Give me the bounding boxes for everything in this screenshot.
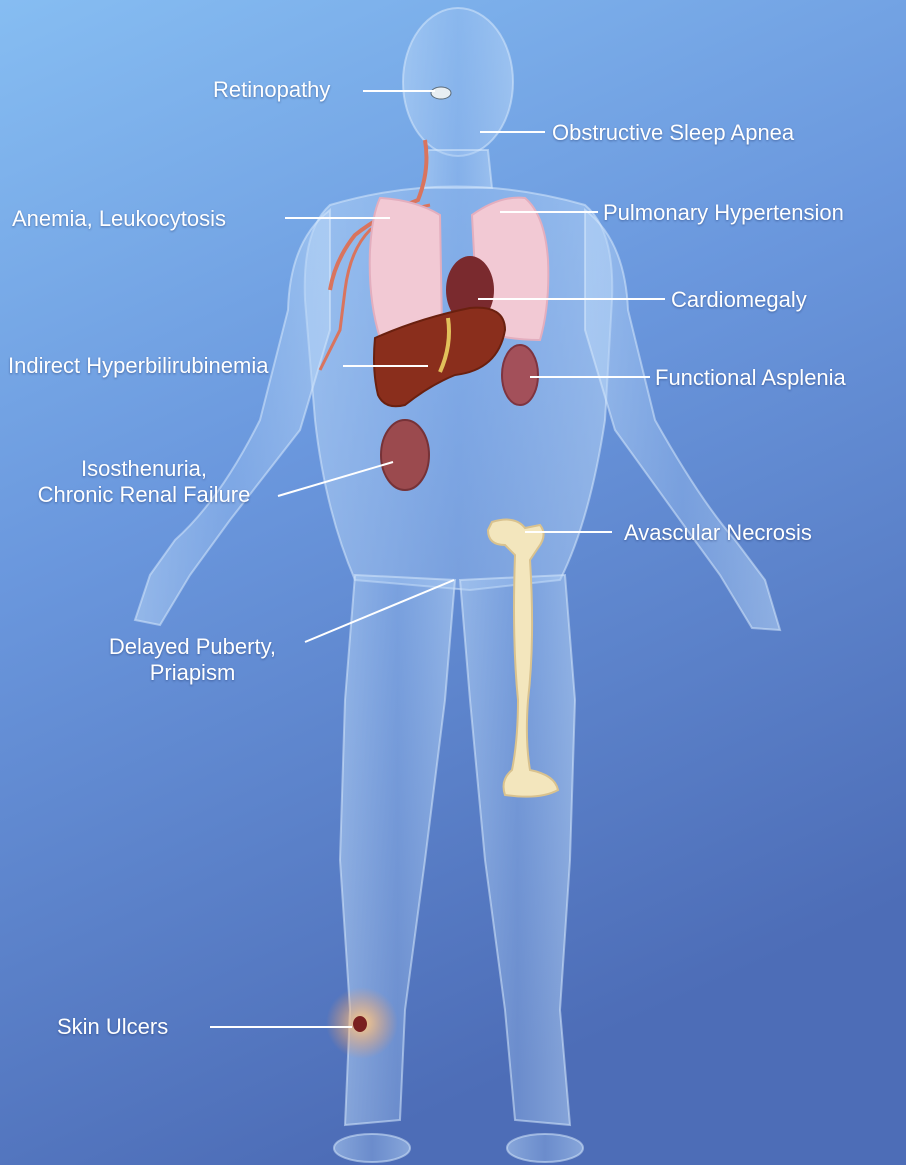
head (403, 8, 513, 156)
eye (431, 87, 451, 99)
spleen (502, 345, 538, 405)
label-avascular-necrosis: Avascular Necrosis (624, 520, 812, 546)
label-pulmonary-hypertension: Pulmonary Hypertension (603, 200, 844, 226)
label-indirect-hyperbilirubinemia: Indirect Hyperbilirubinemia (8, 353, 268, 379)
right-foot (507, 1134, 583, 1162)
label-delayed-puberty-line2: Priapism (80, 660, 305, 686)
left-foot (334, 1134, 410, 1162)
label-anemia-leukocytosis: Anemia, Leukocytosis (12, 206, 226, 232)
label-isosthenuria: Isosthenuria, Chronic Renal Failure (10, 456, 278, 508)
label-delayed-puberty: Delayed Puberty, Priapism (80, 634, 305, 686)
label-obstructive-sleep-apnea: Obstructive Sleep Apnea (552, 120, 794, 146)
label-retinopathy: Retinopathy (213, 77, 330, 103)
label-isosthenuria-line1: Isosthenuria, (10, 456, 278, 482)
label-delayed-puberty-line1: Delayed Puberty, (80, 634, 305, 660)
label-functional-asplenia: Functional Asplenia (655, 365, 846, 391)
label-skin-ulcers: Skin Ulcers (57, 1014, 168, 1040)
torso (305, 187, 613, 591)
neck (424, 150, 492, 188)
label-isosthenuria-line2: Chronic Renal Failure (10, 482, 278, 508)
kidney (381, 420, 429, 490)
skin-ulcer (353, 1016, 367, 1032)
label-cardiomegaly: Cardiomegaly (671, 287, 807, 313)
